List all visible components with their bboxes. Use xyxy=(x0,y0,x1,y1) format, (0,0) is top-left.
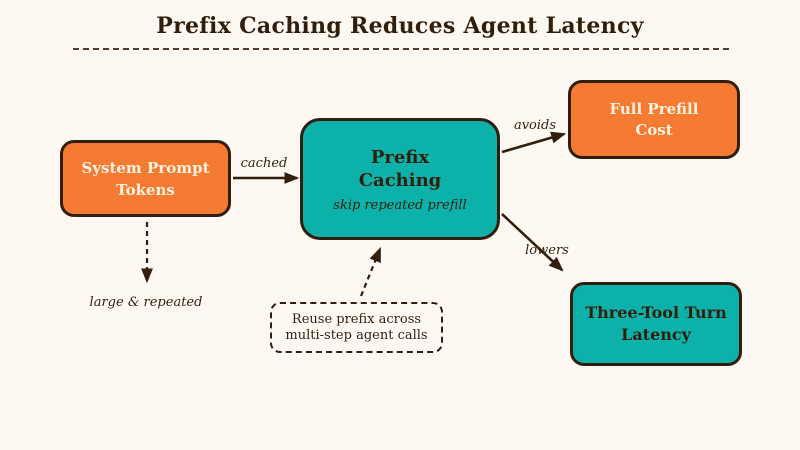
node-system-line2: Tokens xyxy=(116,180,175,199)
note-line1: Reuse prefix across xyxy=(291,311,422,327)
page-title: Prefix Caching Reduces Agent Latency xyxy=(156,13,644,39)
arrow-avoids xyxy=(501,131,567,154)
edge-label-cached: cached xyxy=(240,156,288,171)
node-system-prompt-tokens: System Prompt Tokens xyxy=(60,140,231,217)
edge-label-avoids: avoids xyxy=(513,118,557,133)
arrow-lowers xyxy=(501,213,564,272)
node-prefix-line2: Caching xyxy=(358,169,442,191)
node-system-line1: System Prompt xyxy=(81,158,210,177)
node-full-prefill-cost: Full Prefill Cost xyxy=(568,80,740,159)
node-prefix-subtitle: skip repeated prefill xyxy=(333,197,467,213)
node-full-line1: Full Prefill xyxy=(609,99,699,118)
node-full-line2: Cost xyxy=(635,120,673,139)
node-three-line1: Three-Tool Turn xyxy=(585,303,727,322)
note-line2: multi-step agent calls xyxy=(285,327,428,343)
arrow-note-to-prefix xyxy=(359,246,382,297)
edge-label-lowers: lowers xyxy=(525,243,569,258)
node-prefix-line1: Prefix xyxy=(370,146,430,168)
node-three-line2: Latency xyxy=(621,325,691,344)
node-three-tool-turn-latency: Three-Tool Turn Latency xyxy=(570,282,742,366)
note-reuse-prefix: Reuse prefix across multi-step agent cal… xyxy=(270,302,443,353)
node-prefix-caching: Prefix Caching skip repeated prefill xyxy=(300,118,500,240)
annotation-large-repeated: large & repeated xyxy=(89,295,203,310)
